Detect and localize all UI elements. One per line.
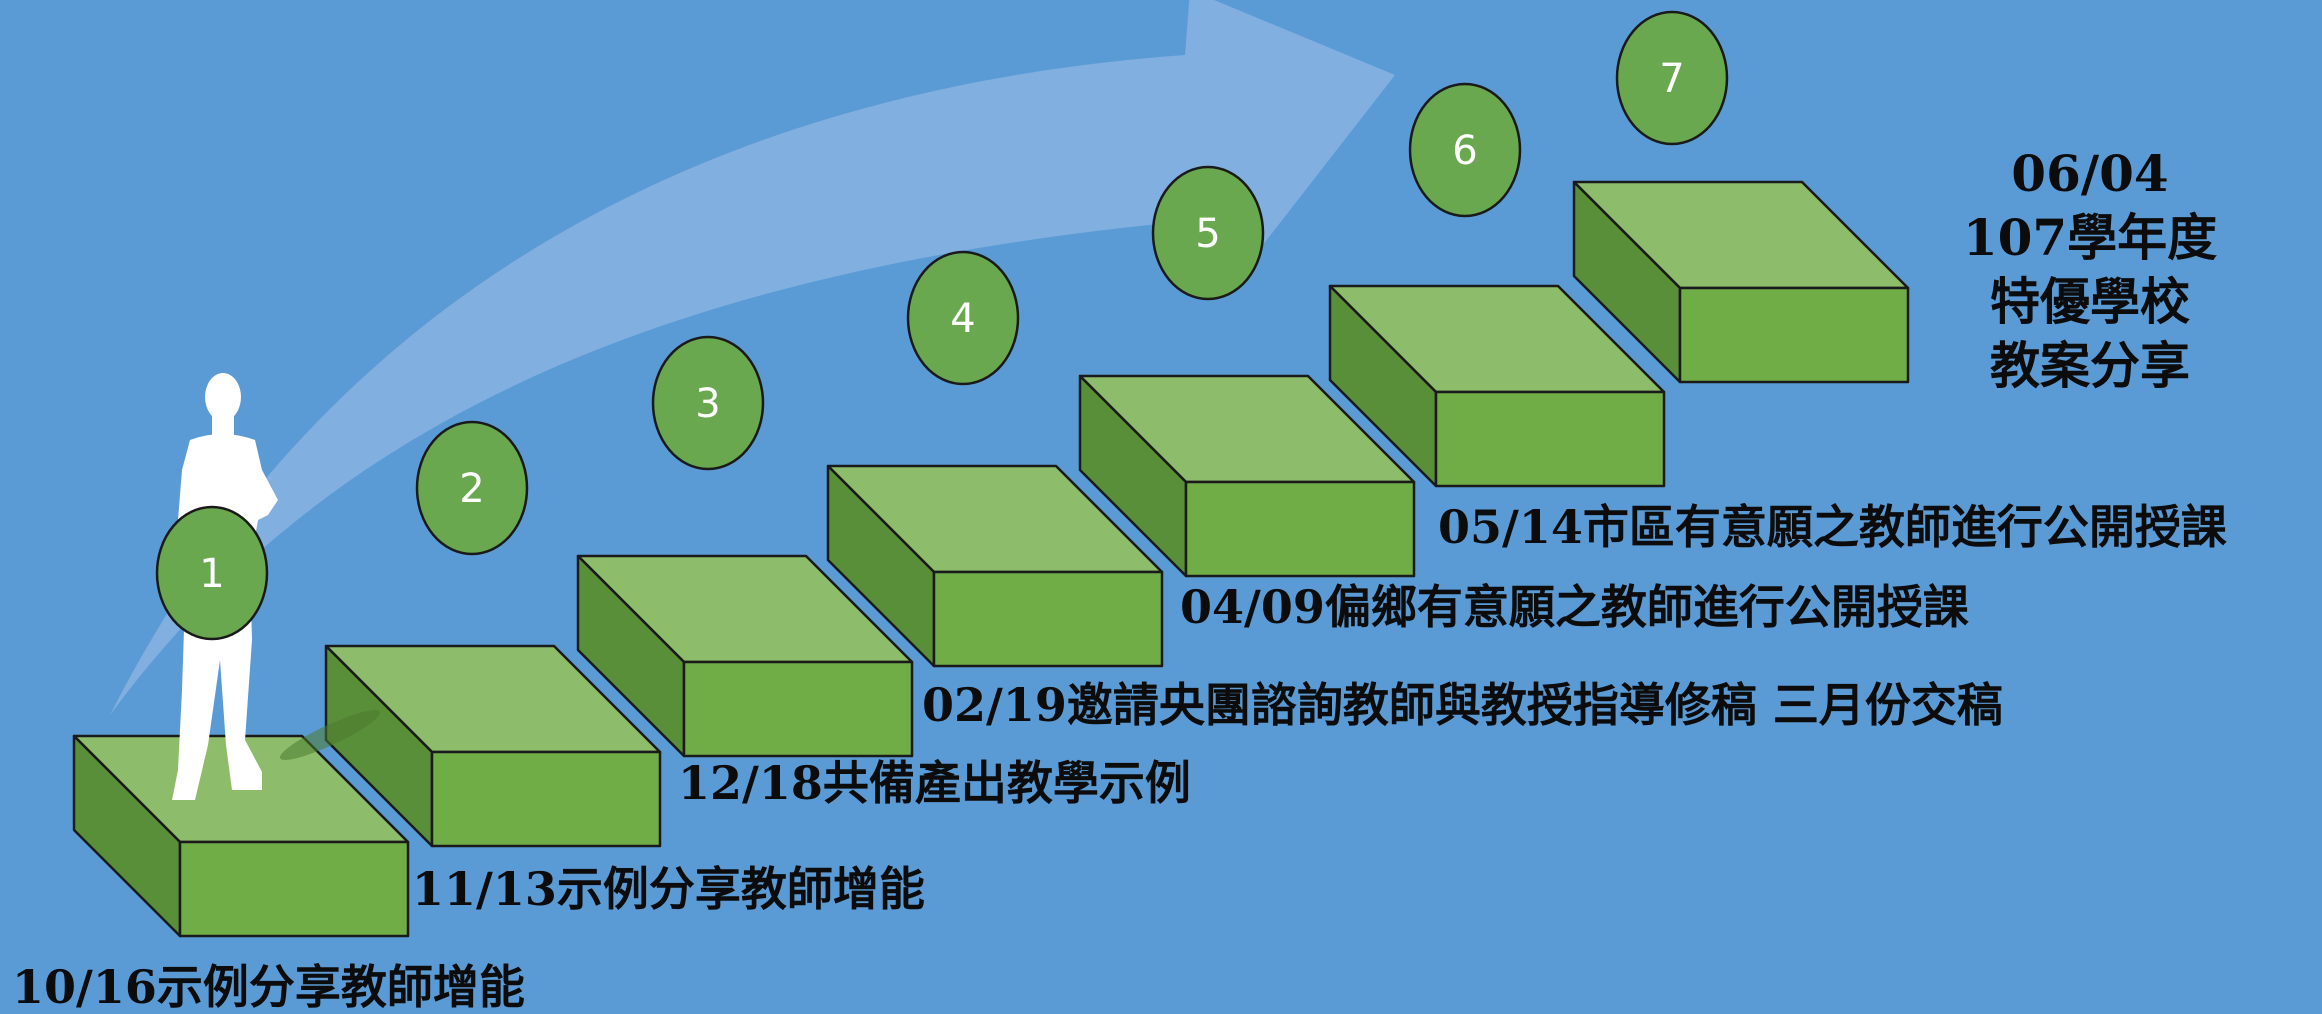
step-badge-circle	[1151, 165, 1265, 301]
step-block-6	[1328, 284, 1666, 488]
step-number: 1	[199, 551, 224, 597]
step-5-label: 04/09偏鄉有意願之教師進行公開授課	[1180, 580, 1969, 634]
step-block-4	[826, 464, 1164, 668]
step-number: 7	[1659, 56, 1684, 102]
growth-arrow	[110, 0, 1395, 715]
step-1-label: 10/16示例分享教師增能	[12, 960, 525, 1014]
step-number: 6	[1452, 128, 1477, 174]
step-block-7	[1572, 180, 1910, 384]
step-badge-circle	[1408, 82, 1522, 218]
step-badge-circle	[651, 335, 765, 471]
step-7-year: 107學年度	[1962, 208, 2218, 267]
step-badge-circle	[155, 505, 269, 641]
step-number: 4	[950, 296, 975, 342]
step-7-topic: 教案分享	[1990, 336, 2190, 395]
step-5-number-badge: 5	[1151, 165, 1265, 301]
step-block-2	[324, 644, 662, 848]
step-block-3	[576, 554, 914, 758]
step-6-number-badge: 6	[1408, 82, 1522, 218]
step-badge-circle	[906, 250, 1020, 386]
step-number: 5	[1195, 211, 1220, 257]
step-badge-circle	[1615, 10, 1729, 146]
step-4-label: 02/19邀請央團諮詢教師與教授指導修稿 三月份交稿	[922, 678, 2003, 732]
step-4-number-badge: 4	[906, 250, 1020, 386]
step-front-face	[178, 840, 410, 938]
step-front-face	[1678, 286, 1910, 384]
step-front-face	[932, 570, 1164, 668]
step-3-label: 12/18共備產出教學示例	[678, 756, 1191, 810]
step-block-5	[1078, 374, 1416, 578]
step-3-number-badge: 3	[651, 335, 765, 471]
step-front-face	[1434, 390, 1666, 488]
step-front-face	[1184, 480, 1416, 578]
step-badge-circle	[415, 420, 529, 556]
person-shadow	[279, 710, 381, 760]
step-1-number-badge: 1	[155, 505, 269, 641]
step-7-label: 06/04 107學年度 特優學校 教案分享	[1900, 142, 2280, 398]
step-7-number-badge: 7	[1615, 10, 1729, 146]
step-7-award: 特優學校	[1990, 272, 2190, 331]
step-number: 2	[459, 466, 484, 512]
step-front-face	[682, 660, 914, 758]
step-number: 3	[695, 381, 720, 427]
step-6-label: 05/14市區有意願之教師進行公開授課	[1438, 500, 2227, 554]
step-7-date: 06/04	[2011, 144, 2169, 203]
step-2-number-badge: 2	[415, 420, 529, 556]
step-front-face	[430, 750, 662, 848]
step-2-label: 11/13示例分享教師增能	[412, 862, 925, 916]
